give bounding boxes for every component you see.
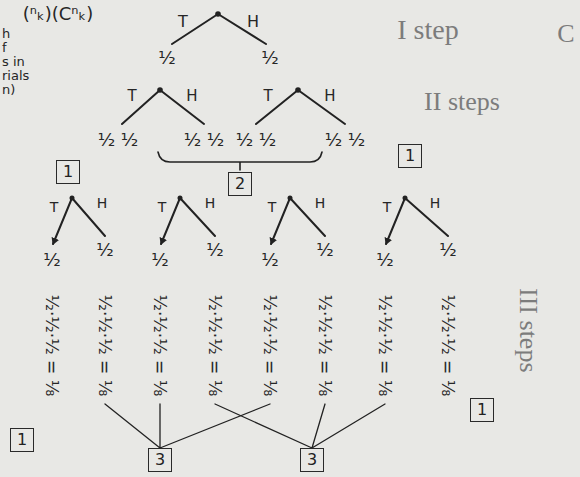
formula-note: (ⁿₖ)(Cⁿₖ)	[23, 4, 93, 24]
branch-letter: T	[263, 88, 272, 105]
probability: ½	[376, 250, 393, 270]
probability: ½	[261, 48, 278, 68]
bracket	[158, 152, 322, 170]
probability: ½ ½	[236, 130, 277, 150]
tree-dot	[295, 87, 301, 93]
branch-letter: H	[324, 88, 335, 105]
probability: ½	[206, 240, 223, 260]
tree-dot	[215, 11, 221, 17]
count-box: 1	[56, 160, 80, 183]
cut-note: h	[2, 27, 10, 41]
outcome-product: ½·½·½ = ⅛	[261, 294, 280, 396]
branch-letter: H	[247, 13, 259, 31]
branch-letter: T	[178, 13, 188, 31]
count-box: 2	[228, 172, 252, 195]
cut-note: f	[2, 41, 7, 55]
branch-letter: H	[315, 196, 326, 211]
branch-letter: H	[186, 88, 197, 105]
outcome-product: ½·½·½ = ⅛	[43, 294, 62, 396]
branch-letter: H	[430, 196, 441, 211]
probability: ½	[43, 250, 60, 270]
probability: ½ ½	[325, 130, 366, 150]
step-label: I step	[397, 15, 458, 46]
outcome-product: ½·½·½ = ⅛	[376, 294, 395, 396]
probability: ½	[261, 250, 278, 270]
branch-line	[172, 14, 266, 44]
tree-dot	[70, 196, 75, 201]
count-number: 1	[63, 162, 73, 181]
outcome-product: ½·½·½ = ⅛	[96, 294, 115, 396]
branch-letter: T	[127, 88, 136, 105]
probability: ½	[151, 250, 168, 270]
branch-letter: T	[268, 200, 277, 215]
branch-letter: T	[50, 200, 59, 215]
tree-dot	[403, 196, 408, 201]
outcome-product: ½·½·½ = ⅛	[439, 294, 458, 396]
branch-letter: T	[158, 200, 167, 215]
step-label: II steps	[424, 88, 500, 117]
probability: ½ ½	[98, 130, 139, 150]
count-number: 3	[307, 450, 317, 469]
leader-line	[105, 404, 270, 448]
probability: ½	[158, 48, 175, 68]
count-number: 1	[477, 400, 487, 419]
leader-line	[215, 404, 385, 448]
branch-letter: H	[205, 196, 216, 211]
probability: ½ ½	[184, 130, 225, 150]
probability: ½	[96, 240, 113, 260]
cut-note: s in	[2, 55, 25, 69]
count-box: 3	[300, 448, 324, 471]
outcome-product: ½·½·½ = ⅛	[151, 294, 170, 396]
branch-letter: H	[97, 196, 108, 211]
cut-note: C	[557, 20, 574, 49]
branch-letter: T	[383, 200, 392, 215]
outcome-product: ½·½·½ = ⅛	[316, 294, 335, 396]
probability: ½	[439, 240, 456, 260]
count-box: 1	[470, 398, 494, 421]
tree-dot	[288, 196, 293, 201]
outcome-product: ½·½·½ = ⅛	[206, 294, 225, 396]
count-box: 1	[398, 144, 422, 167]
branch-line	[122, 90, 345, 124]
probability: ½	[316, 240, 333, 260]
count-box: 1	[10, 428, 34, 451]
count-number: 2	[235, 174, 245, 193]
count-box: 3	[148, 448, 172, 471]
step-label: III steps	[513, 288, 542, 372]
count-number: 3	[155, 450, 165, 469]
tree-dot	[178, 196, 183, 201]
cut-note: rials	[2, 69, 29, 83]
count-number: 1	[405, 146, 415, 165]
count-number: 1	[17, 430, 27, 449]
cut-note: n)	[2, 83, 15, 97]
tree-dot	[157, 87, 163, 93]
